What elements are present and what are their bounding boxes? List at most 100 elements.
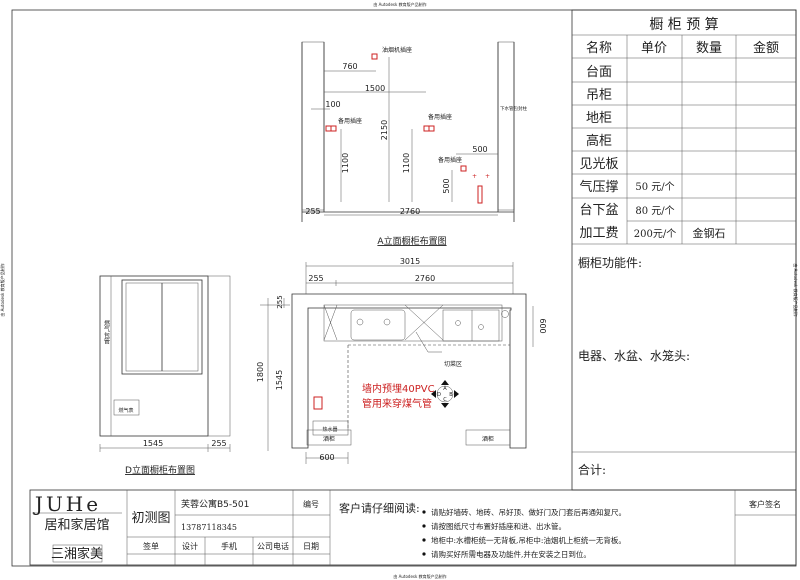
dim-text: 1545 [275, 370, 284, 390]
spare-socket-label: 备用插座 [428, 113, 452, 121]
header-name: 名称 [586, 40, 612, 56]
dim-text: 2150 [380, 120, 389, 140]
socket-icon [330, 125, 337, 132]
budget-title: 橱 柜 预 算 [649, 17, 718, 33]
heater-label: 热水器 [322, 426, 337, 433]
kitchen-plan: 热水器 酒柜 酒柜 切菜区 墙内预埋40PVC 管用来穿煤气管 A B C D … [256, 257, 547, 464]
drawing-type: 初测图 [131, 511, 170, 526]
row-name: 高柜 [586, 133, 612, 149]
watermark-bottom: 由 Autodesk 教育版产品制作 [393, 573, 446, 579]
sheet-border [11, 9, 797, 567]
cabinet-left-label: 酒柜 [323, 435, 335, 443]
address: 芙蓉公寓B5-501 [181, 498, 249, 510]
dim-text: 500 [442, 178, 451, 193]
drain-label: 下水管包封柱 [500, 105, 527, 112]
burner-icon [383, 318, 391, 326]
svg-text:+: + [472, 173, 477, 180]
spare-socket-label: 备用插座 [438, 156, 462, 164]
row-name: 吊柜 [586, 88, 612, 103]
note-item: 请按图纸尺寸布置好插座和进、出水管。 [431, 521, 566, 531]
budget-table: 橱 柜 预 算 名称 单价 数量 金额 台面 吊柜 地柜 高柜 见光板 气压撑 … [571, 9, 797, 491]
compass-a: A [443, 386, 447, 392]
water-heater [312, 420, 349, 436]
row-name: 地柜 [586, 111, 612, 126]
watermark-top: 由 Autodesk 教育版产品制作 [373, 1, 426, 7]
socket-icon [460, 165, 467, 172]
socket-icon [371, 53, 378, 60]
compass-c: C [443, 397, 447, 403]
socket-icon [423, 125, 430, 132]
sink [442, 309, 500, 342]
header-amount: 金额 [753, 40, 779, 56]
compass-b: B [449, 392, 453, 398]
dim-text: 1500 [365, 84, 385, 93]
row-qty: 金钢石 [693, 226, 726, 240]
logo: JUHe [33, 492, 101, 516]
company-name: 居和家居馆 [44, 517, 109, 533]
dim-text: 500 [472, 145, 487, 154]
dim-text: 760 [342, 62, 357, 71]
date-label: 日期 [303, 542, 319, 551]
mobile-label: 手机 [221, 541, 237, 551]
appliances-label: 电器、水盆、水笼头: [578, 348, 690, 363]
zone-label: 切菜区 [444, 360, 462, 368]
dim-text: 1100 [402, 153, 411, 173]
header-qty: 数量 [696, 41, 722, 56]
sign-label: 签单 [143, 541, 159, 551]
dim-text: 1100 [341, 153, 350, 173]
dim-text: 255 [276, 295, 284, 308]
elevation-d: 燃气包管 燃气表 1545 255 D立面橱柜布置图 [99, 275, 231, 476]
dim-text: 1545 [143, 439, 163, 448]
dim-text: 255 [305, 207, 320, 216]
note-item: 地柜中:水槽柜统一无背板,吊柜中:油烟机上柜统一无背板。 [431, 535, 626, 545]
note-item: 请购买好所需电器及功能件,并在安装之日到位。 [431, 549, 591, 559]
title-block: JUHe 居和家居馆 三湘家美 初测图 芙蓉公寓B5-501 137871183… [29, 489, 797, 566]
total-label: 合计: [578, 462, 606, 477]
row-price: 50 元/个 [635, 181, 674, 193]
elevation-d-title: D立面橱柜布置图 [125, 464, 195, 476]
dim-text: 600 [319, 453, 334, 462]
gas-meter-label: 燃气表 [118, 407, 133, 414]
socket-icon [325, 125, 332, 132]
designer-label: 设计 [182, 541, 198, 551]
spare-socket-label: 备用插座 [338, 117, 362, 125]
gas-meter [113, 399, 140, 416]
dim-text: 2760 [400, 207, 420, 216]
dim-text: 100 [325, 100, 340, 109]
company-phone-label: 公司电话 [257, 541, 289, 551]
notes-title: 客户请仔细阅读: [339, 501, 420, 515]
phone: 13787118345 [181, 523, 237, 532]
dim-text: 600 [538, 318, 547, 333]
dim-text: 255 [211, 439, 226, 448]
cabinet-right [465, 429, 511, 446]
gas-pipe-label: 燃气包管 [103, 319, 110, 345]
dim-text: 1800 [256, 362, 265, 382]
row-name: 气压撑 [579, 179, 618, 195]
row-price: 80 元/个 [635, 205, 674, 217]
row-name: 加工费 [579, 226, 618, 241]
compass-icon: A B C D [431, 380, 459, 408]
row-name: 台下盆 [579, 203, 618, 218]
elevation-a-title: A立面橱柜布置图 [377, 235, 446, 247]
dim-text: 2760 [415, 274, 435, 283]
note-item: 请贴好墙砖、地砖、吊好顶、做好门及门套后再通知复尺。 [431, 507, 626, 517]
row-price: 200元/个 [634, 228, 676, 240]
compass-d: D [437, 392, 441, 398]
watermark-left: 由 Autodesk 教育版产品制作 [0, 263, 5, 316]
functional-parts-label: 橱柜功能件: [578, 256, 642, 270]
dim-text: 255 [308, 274, 323, 283]
row-name: 见光板 [579, 157, 618, 172]
hood-socket-label: 油烟机插座 [382, 46, 412, 54]
burner-icon [356, 318, 364, 326]
socket-icon [428, 125, 435, 132]
pvc-note-1: 墙内预埋40PVC [362, 382, 435, 395]
elevation-a: + + 760 1500 100 2150 1100 1100 500 500 … [301, 41, 527, 247]
customer-sign-label: 客户签名 [749, 499, 781, 509]
header-price: 单价 [641, 41, 667, 56]
pvc-note-2: 管用来穿煤气管 [362, 397, 432, 410]
stove [350, 309, 406, 341]
dim-text: 3015 [400, 257, 420, 266]
row-name: 台面 [586, 65, 612, 80]
